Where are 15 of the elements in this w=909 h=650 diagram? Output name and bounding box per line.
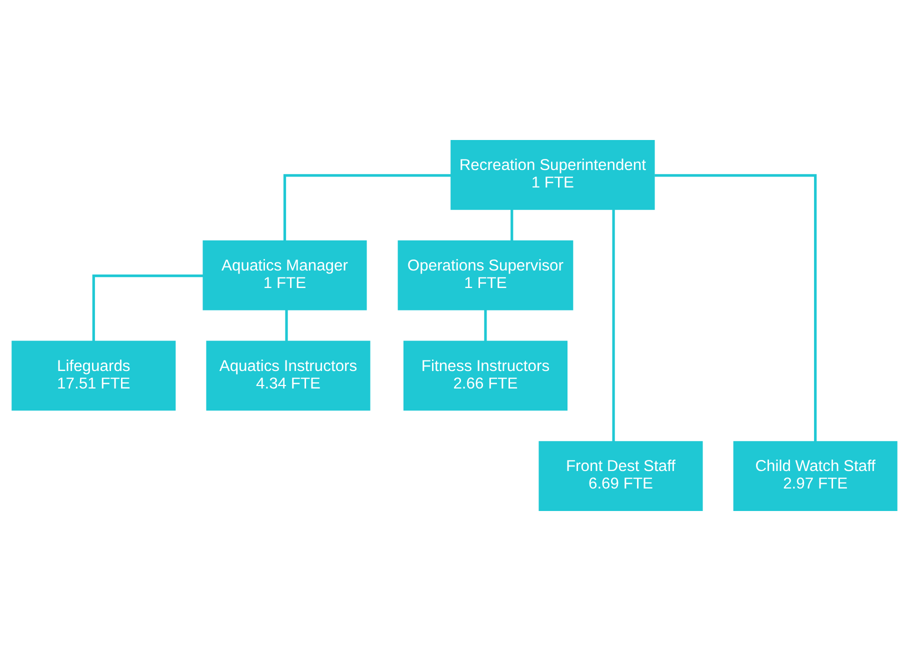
node-box: Lifeguards 17.51 FTE (12, 340, 176, 410)
node-box: Front Dest Staff 6.69 FTE (538, 440, 703, 510)
connector (612, 209, 615, 441)
connector (92, 274, 204, 340)
node-box: Aquatics Instructors 4.34 FTE (206, 340, 370, 410)
connector (285, 309, 288, 341)
node-box: Child Watch Staff 2.97 FTE (733, 440, 898, 510)
connector (283, 174, 451, 240)
node-box: Fitness Instructors 2.66 FTE (403, 340, 568, 410)
node-box: Recreation Superintendent 1 FTE (450, 140, 655, 210)
node-box: Aquatics Manager 1 FTE (202, 240, 367, 310)
connector (484, 309, 487, 341)
connector (510, 209, 514, 240)
connector (654, 174, 817, 442)
node-box: Operations Supervisor 1 FTE (398, 240, 574, 310)
